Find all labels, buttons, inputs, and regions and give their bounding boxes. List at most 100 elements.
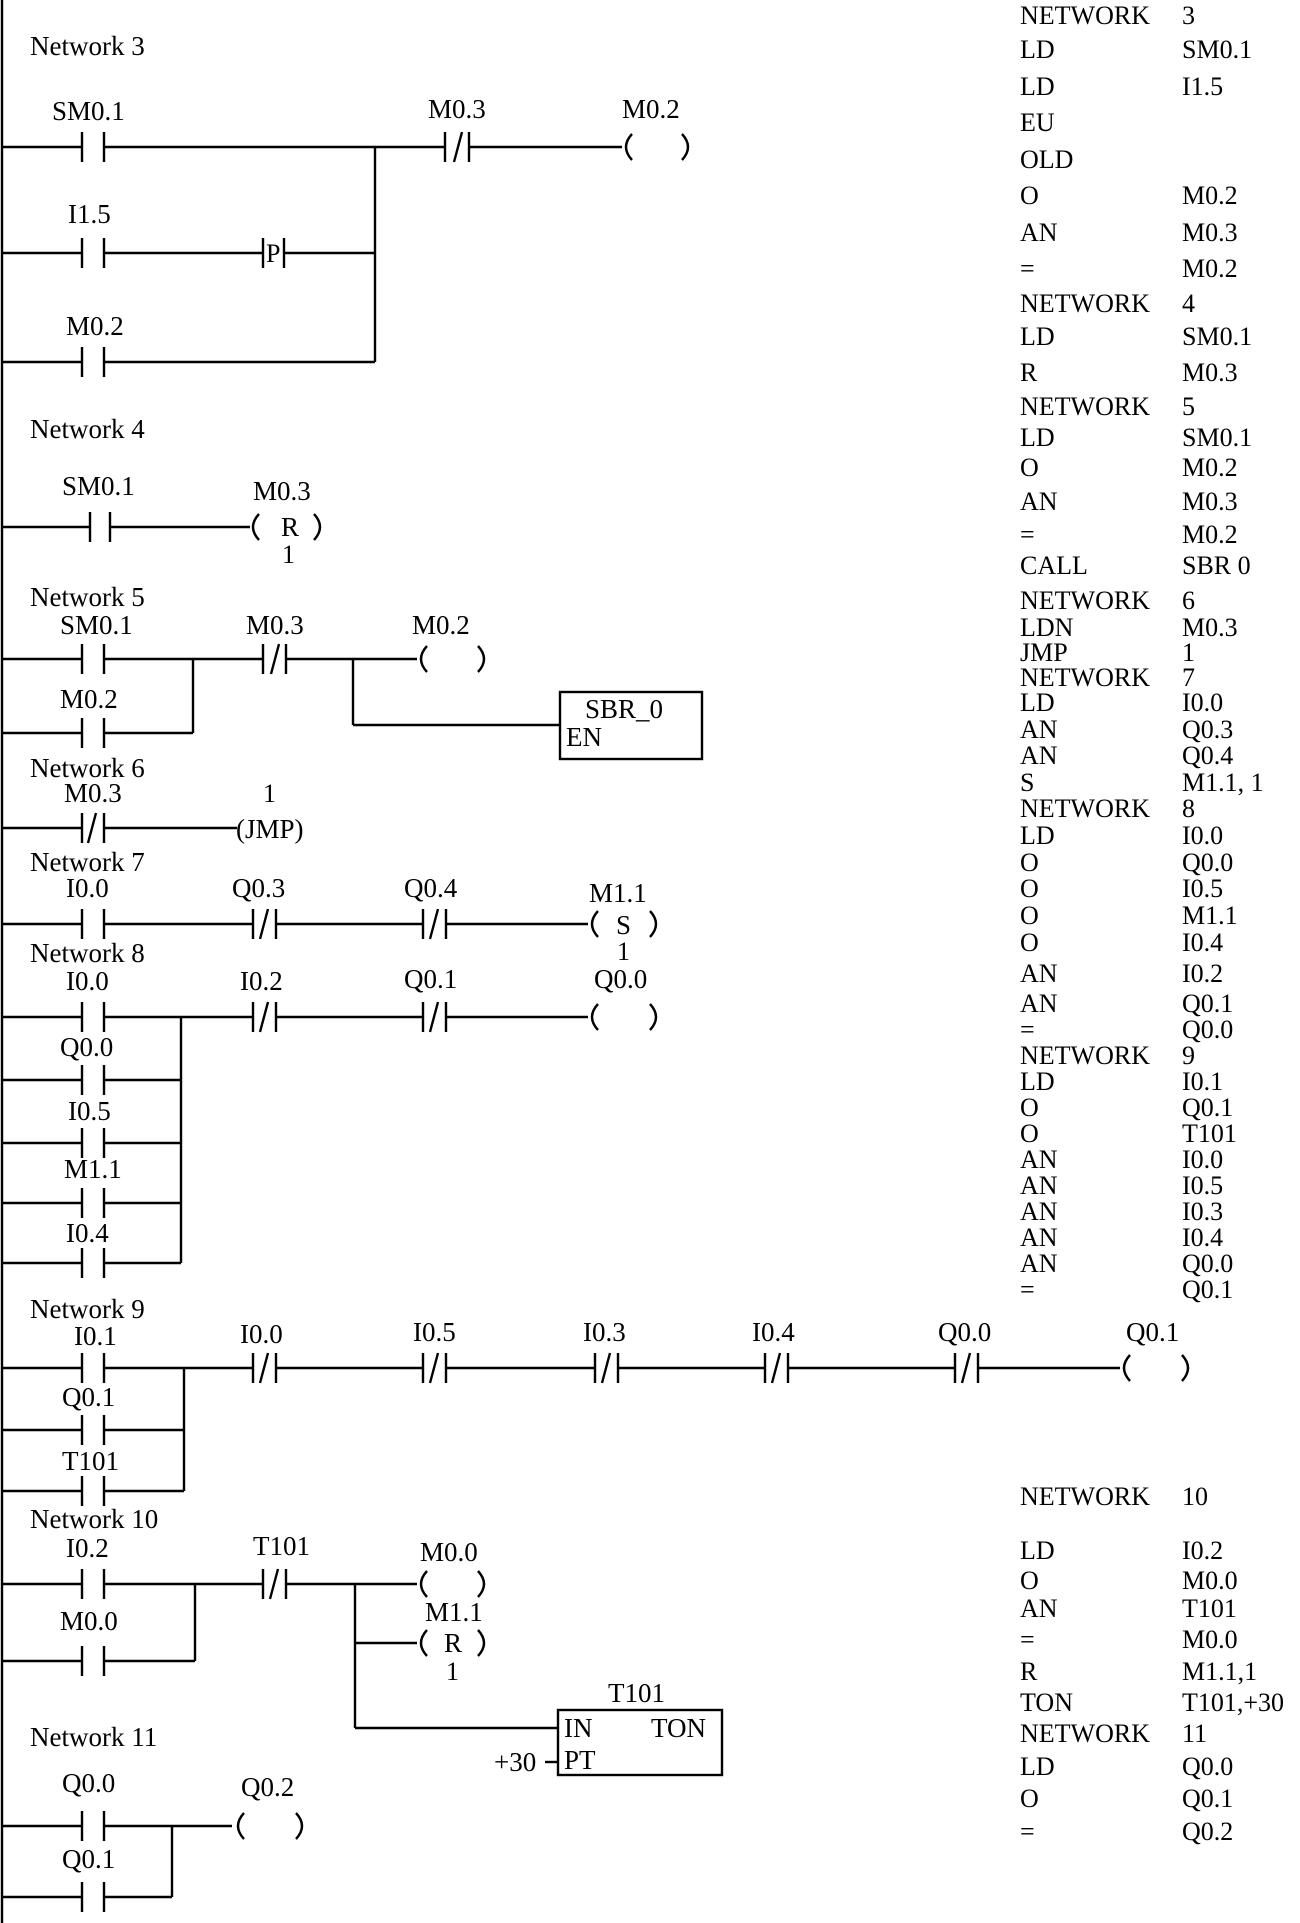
contact-label: T101	[253, 1531, 310, 1561]
il-operand: I0.2	[1182, 959, 1223, 988]
il-operand: Q0.4	[1182, 741, 1233, 770]
contact-label: I0.5	[68, 1096, 111, 1126]
il-operand: 9	[1182, 1041, 1195, 1070]
il-op: OLD	[1020, 145, 1073, 174]
il-op: JMP	[1020, 638, 1068, 667]
il-operand: M0.2	[1182, 254, 1238, 283]
coil-count: 1	[446, 1657, 459, 1686]
coil-left	[251, 513, 260, 541]
il-op: O	[1020, 453, 1039, 482]
contact-label: I0.5	[413, 1317, 456, 1347]
network-title: Network 9	[30, 1294, 145, 1324]
contact-label: Q0.0	[62, 1768, 115, 1798]
il-op: =	[1020, 1015, 1035, 1044]
network-7: Network 7 I0.0 Q0.3 Q0.4 M1.1 S 1	[2, 847, 658, 966]
il-operand: M0.3	[1182, 358, 1238, 387]
coil-right	[477, 1629, 486, 1657]
coil-label: Q0.1	[1126, 1317, 1179, 1347]
contact-label: Q0.1	[404, 964, 457, 994]
coil-right	[295, 1812, 304, 1840]
contact-label: T101	[62, 1446, 119, 1476]
il-op: LD	[1020, 72, 1055, 101]
il-operand: Q0.1	[1182, 1093, 1233, 1122]
contact-label: Q0.1	[62, 1382, 115, 1412]
il-op: O	[1020, 874, 1039, 903]
il-op: AN	[1020, 1249, 1058, 1278]
network-title: Network 4	[30, 414, 145, 444]
il-op: EU	[1020, 108, 1055, 137]
network-6: Network 6 M0.3 1 (JMP)	[2, 753, 304, 844]
coil-label: M1.1	[589, 878, 647, 908]
contact-label: M0.3	[64, 778, 122, 808]
il-operand: Q0.0	[1182, 1015, 1233, 1044]
il-operand: T101,+30	[1182, 1688, 1284, 1717]
coil-right	[681, 133, 690, 161]
contact-label: M0.3	[246, 610, 304, 640]
il-op: AN	[1020, 218, 1058, 247]
il-operand: SBR 0	[1182, 551, 1251, 580]
coil-left	[590, 910, 599, 938]
il-operand: I0.1	[1182, 1067, 1223, 1096]
contact-label: Q0.1	[62, 1844, 115, 1874]
il-operand: I0.5	[1182, 1171, 1223, 1200]
il-op: NETWORK	[1020, 586, 1150, 615]
il-op: =	[1020, 1625, 1035, 1654]
network-4: Network 4 SM0.1 M0.3 R 1	[2, 414, 322, 569]
jump-coil: (JMP)	[236, 814, 304, 844]
il-operand: 3	[1182, 1, 1195, 30]
il-op: AN	[1020, 1145, 1058, 1174]
il-operand: M1.1,1	[1182, 1657, 1257, 1686]
coil-left	[419, 1570, 428, 1598]
il-operand: SM0.1	[1182, 35, 1252, 64]
il-op: O	[1020, 928, 1039, 957]
il-op: TON	[1020, 1688, 1073, 1717]
il-operand: Q0.1	[1182, 989, 1233, 1018]
il-op: LD	[1020, 423, 1055, 452]
network-5: Network 5 SM0.1 M0.3 M0.2 SBR_0 EN M0.2	[2, 582, 704, 761]
coil-right	[649, 1003, 658, 1031]
network-10: Network 10 I0.2 T101 M0.0 M1.1 R 1 T101 …	[2, 1504, 724, 1777]
contact-label: I0.1	[74, 1321, 117, 1351]
il-op: LD	[1020, 322, 1055, 351]
coil-type: R	[281, 512, 299, 542]
coil-left	[590, 1003, 599, 1031]
il-op: NETWORK	[1020, 392, 1150, 421]
coil-right	[477, 645, 486, 673]
il-op: AN	[1020, 959, 1058, 988]
il-operand: 1	[1182, 638, 1195, 667]
il-operand: Q0.3	[1182, 715, 1233, 744]
network-title: Network 6	[30, 753, 145, 783]
sbr-0-box	[558, 690, 704, 761]
il-operand: Q0.0	[1182, 1249, 1233, 1278]
coil-type: R	[444, 1628, 462, 1658]
il-op: AN	[1020, 1594, 1058, 1623]
contact-label: I0.2	[66, 1533, 109, 1563]
il-operand: 7	[1182, 663, 1195, 692]
il-operand: M0.3	[1182, 218, 1238, 247]
contact-label: Q0.0	[938, 1317, 991, 1347]
coil-left	[419, 645, 428, 673]
coil-left	[419, 1629, 428, 1657]
contact-label: M0.2	[66, 311, 124, 341]
coil-label: M1.1	[425, 1597, 483, 1627]
contact-label: I0.4	[66, 1218, 109, 1248]
il-operand: I0.4	[1182, 928, 1223, 957]
il-op: R	[1020, 358, 1038, 387]
contact-label: I0.2	[240, 966, 283, 996]
network-title: Network 5	[30, 582, 145, 612]
coil-left	[1122, 1354, 1131, 1382]
il-op: =	[1020, 254, 1035, 283]
il-operand: I0.2	[1182, 1536, 1223, 1565]
coil-count: 1	[282, 540, 295, 569]
il-operand: I0.4	[1182, 1223, 1223, 1252]
contact-label: M1.1	[64, 1154, 122, 1184]
network-9: Network 9 I0.1 I0.0 I0.5 I0.3 I0.4 Q0.0 …	[2, 1294, 1190, 1506]
contact-label: I0.0	[66, 873, 109, 903]
il-operand: Q0.2	[1182, 1817, 1233, 1846]
il-op: AN	[1020, 1197, 1058, 1226]
il-op: O	[1020, 1784, 1039, 1813]
timer-type: TON	[651, 1713, 706, 1743]
contact-label: Q0.0	[60, 1032, 113, 1062]
network-title: Network 11	[30, 1722, 157, 1752]
